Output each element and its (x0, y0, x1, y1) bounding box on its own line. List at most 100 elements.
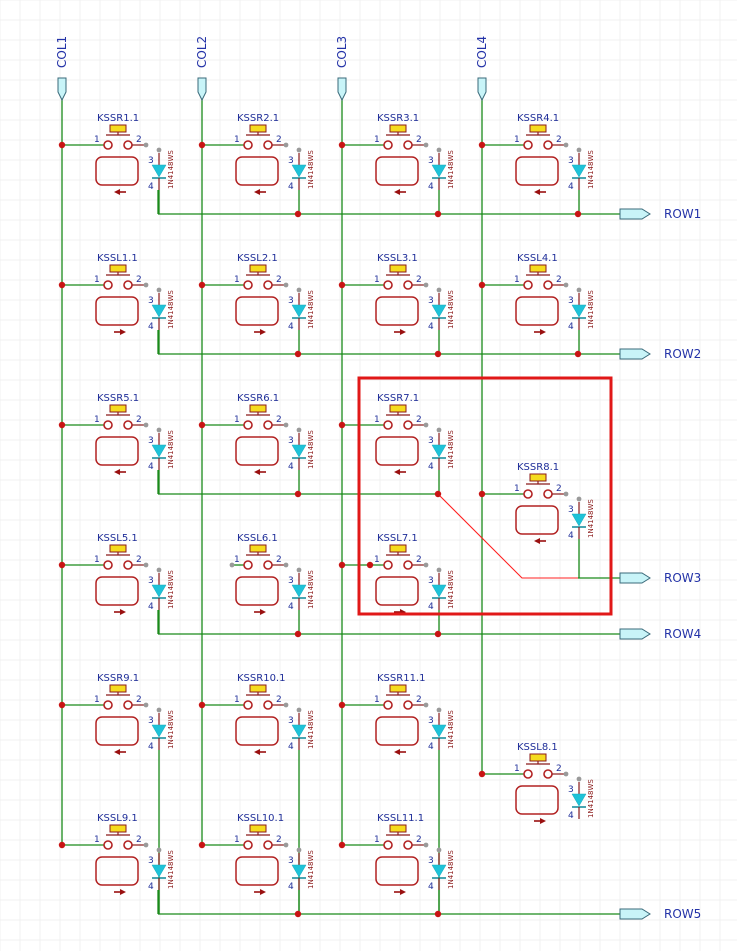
junction-dot (434, 210, 442, 218)
pin-number: 1 (94, 275, 100, 285)
pin-number: 1 (514, 764, 520, 774)
direction-arrow (400, 889, 406, 895)
diode-value: 1N4148WS (307, 290, 315, 329)
switch-designator: KSSL3.1 (377, 253, 418, 264)
row-port[interactable]: ROW5 (619, 907, 701, 921)
pin-number: 3 (148, 156, 154, 166)
switch-designator: KSSR5.1 (97, 393, 139, 404)
pin-number: 3 (288, 156, 294, 166)
diode-value: 1N4148WS (587, 779, 595, 818)
switch-designator: KSSL7.1 (377, 533, 418, 544)
diode-triangle (151, 584, 167, 598)
diode-value: 1N4148WS (307, 150, 315, 189)
pin-end (436, 707, 442, 713)
pin-number: 3 (428, 156, 434, 166)
switch-pad (123, 700, 133, 710)
switch-designator: KSSL2.1 (237, 253, 278, 264)
junction-dot (338, 561, 346, 569)
pin-number: 2 (556, 484, 562, 494)
pin-end (436, 567, 442, 573)
switch-cap (249, 824, 267, 833)
junction-dot (478, 770, 486, 778)
pin-number: 2 (276, 835, 282, 845)
pin-number: 4 (288, 182, 294, 192)
diode[interactable]: 3 4 1N4148WS (568, 776, 595, 821)
pin-end (156, 847, 162, 853)
selection-box[interactable] (357, 376, 613, 616)
switch-body (95, 716, 139, 746)
pin-number: 3 (568, 785, 574, 795)
column-port[interactable]: COL2 (195, 36, 209, 102)
pin-number: 4 (428, 882, 434, 892)
row-label: ROW3 (664, 571, 701, 585)
row-port[interactable]: ROW1 (619, 207, 701, 221)
pin-number: 3 (428, 856, 434, 866)
diode-triangle (431, 864, 447, 878)
row-port[interactable]: ROW2 (619, 347, 701, 361)
column-port[interactable]: COL1 (55, 36, 69, 102)
pin-number: 3 (568, 296, 574, 306)
pin-end (423, 282, 429, 288)
pin-end (156, 567, 162, 573)
row-port[interactable]: ROW4 (619, 627, 701, 641)
pin-number: 4 (428, 602, 434, 612)
diode-triangle (571, 304, 587, 318)
pin-number: 4 (568, 811, 574, 821)
switch-body (235, 856, 279, 886)
column-port[interactable]: COL3 (335, 36, 349, 102)
junction-dot (434, 350, 442, 358)
diode[interactable]: 3 4 1N4148WS (288, 147, 315, 192)
pin-number: 3 (568, 156, 574, 166)
switch-designator: KSSL1.1 (97, 253, 138, 264)
diode-value: 1N4148WS (167, 570, 175, 609)
pin-number: 4 (288, 322, 294, 332)
column-port[interactable]: COL4 (475, 36, 489, 102)
switch-pad (523, 280, 533, 290)
pin-number: 4 (148, 602, 154, 612)
switch-pad (403, 280, 413, 290)
row-port[interactable]: ROW3 (619, 571, 701, 585)
switch-body (375, 156, 419, 186)
